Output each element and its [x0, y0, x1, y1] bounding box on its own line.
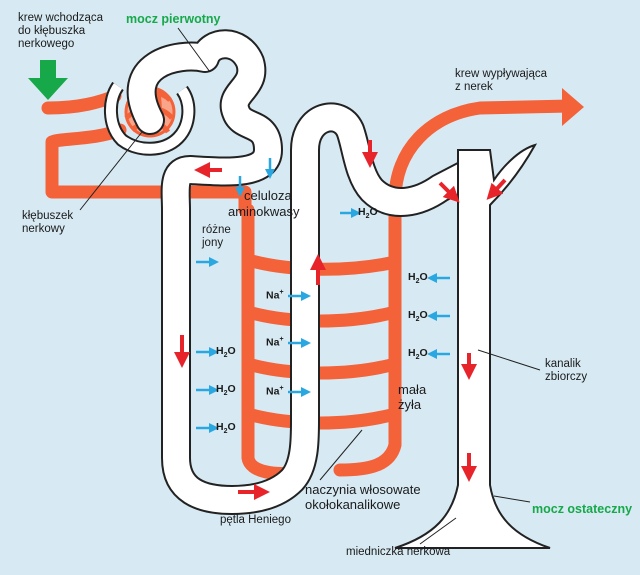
reabsorption-arrows	[196, 158, 450, 433]
h2o-label: H2O	[216, 383, 236, 398]
cellulose-label: celuloza	[244, 188, 292, 203]
vein-arrowhead	[562, 88, 584, 126]
capillaries-label: naczynia włosowate okołokanalikowe	[305, 482, 421, 512]
flow-arrows	[174, 140, 507, 500]
h2o-label: H2O	[216, 345, 236, 360]
primary-urine-label: mocz pierwotny	[126, 12, 221, 26]
small-vein-label: mała żyła	[398, 382, 427, 412]
collecting-duct	[394, 143, 551, 549]
outflow-blood-label: krew wypływająca z nerek	[455, 68, 548, 93]
renal-vein	[388, 99, 577, 207]
h2o-label: H2O	[216, 421, 236, 436]
sodium-ion-label: Na+	[266, 289, 284, 302]
h2o-label: H2O	[408, 309, 428, 324]
henle-loop-label: pętla Heniego	[220, 514, 291, 526]
capillary-rung-3	[241, 357, 402, 380]
final-urine-label: mocz ostateczny	[532, 502, 633, 516]
ions-label: różne jony	[202, 224, 231, 249]
h2o-label: H2O	[408, 347, 428, 362]
h2o-label: H2O	[408, 271, 428, 286]
amino-acids-label: aminokwasy	[228, 204, 300, 219]
capillary-right	[333, 193, 402, 477]
h2o-label: H2O	[358, 206, 378, 221]
renal-pelvis-label: miedniczka nerkowa	[346, 546, 451, 558]
blood-inflow-arrow	[28, 60, 68, 100]
collecting-duct-label: kanalik zbiorczy	[545, 358, 588, 383]
capillary-rung-2	[241, 305, 402, 328]
efferent-arteriole	[45, 123, 252, 217]
capillary-rung-4	[241, 407, 402, 430]
sodium-ion-label: Na+	[266, 385, 284, 398]
afferent-blood-label: krew wchodząca do kłębuszka nerkowego	[18, 12, 104, 50]
glomerulus-label: kłębuszek nerkowy	[22, 210, 74, 235]
tubule	[126, 29, 480, 515]
capillary-rung-1	[241, 253, 402, 276]
leader-lines	[79, 27, 541, 545]
sodium-ion-label: Na+	[266, 336, 284, 349]
